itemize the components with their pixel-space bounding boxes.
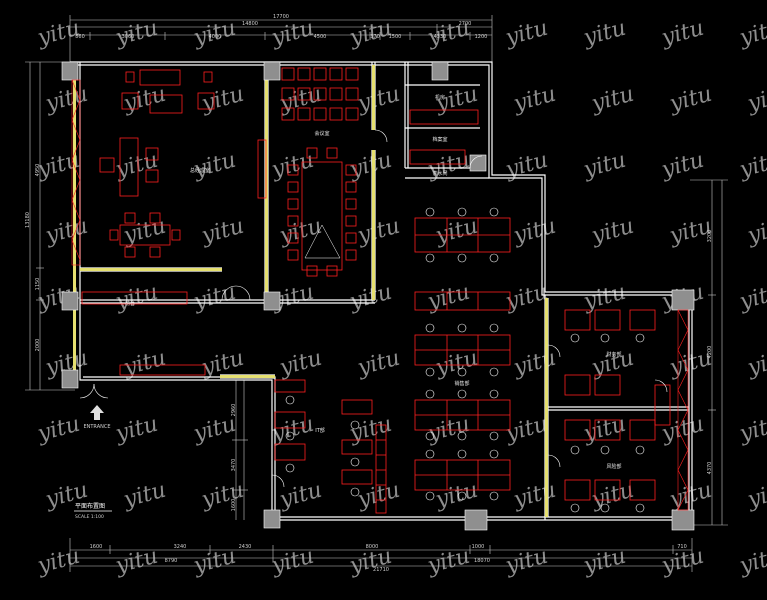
- dim-top-seg: 3060: [122, 34, 135, 40]
- dimension-lines: [25, 15, 728, 572]
- dim-top-sub-a: 14800: [242, 21, 258, 27]
- watermark-text: yitu: [744, 346, 767, 381]
- dim-left-seg: 4950: [35, 164, 41, 177]
- room-label-archive: 档案室: [432, 136, 447, 143]
- room-label-risk: 风险部: [606, 463, 621, 470]
- dim-top-sub-b: 2700: [459, 21, 472, 27]
- dim-bottom-sub-a: 8790: [165, 558, 178, 564]
- watermark-text: yitu: [744, 478, 767, 513]
- dim-top-seg: 860: [75, 34, 85, 40]
- dim-right-seg: 3200: [707, 230, 713, 243]
- watermark-text: yitu: [744, 82, 767, 117]
- truss-wall: [71, 79, 689, 511]
- watermark-text: yitu: [744, 214, 767, 249]
- room-label-sales: 销售部: [454, 380, 469, 387]
- dim-bottom-seg: 1600: [90, 544, 103, 550]
- dim-bottom-seg: 3240: [174, 544, 187, 550]
- projector-beam: [304, 224, 341, 259]
- dim-left-total: 13180: [25, 212, 31, 228]
- dim-bottom-total: 21710: [373, 567, 389, 573]
- dim-left-seg: 2000: [35, 339, 41, 352]
- doors: [79, 129, 668, 488]
- room-label-reception: 前台: [125, 300, 135, 307]
- dim-top-seg: 370: [370, 34, 380, 40]
- dim-inner-seg: 3470: [231, 459, 237, 472]
- dim-top-seg: 1500: [389, 34, 402, 40]
- wall-fill: [73, 65, 548, 517]
- room-label-finance: 财务部: [606, 351, 621, 358]
- room-label-gm-office: 总经理室: [190, 167, 210, 174]
- dim-top-seg: 4500: [314, 34, 327, 40]
- drawing-title-block: 平面布置图 SCALE 1:100: [74, 502, 112, 520]
- dim-top-seg: 1200: [475, 34, 488, 40]
- room-label-it: IT部: [315, 427, 325, 434]
- dim-bottom-seg: 8000: [366, 544, 379, 550]
- dim-top-seg: 4000: [209, 34, 222, 40]
- dim-right-seg: 4200: [707, 346, 713, 359]
- furniture-layer: [81, 67, 671, 514]
- room-label-pantry: 茶水间: [432, 170, 447, 177]
- dim-bottom-seg: 2430: [239, 544, 252, 550]
- entrance-arrow-icon: [90, 405, 104, 420]
- dim-bottom-seg: 710: [677, 544, 687, 550]
- dimension-labels: 17700 14800 2700 860 3060 4000 4500 370 …: [25, 14, 713, 573]
- room-label-meeting: 会议室: [314, 130, 329, 137]
- dim-left-seg: 1150: [35, 278, 41, 291]
- dim-right-seg: 4370: [707, 462, 713, 475]
- drawing-title: 平面布置图: [75, 502, 105, 510]
- drawing-scale: SCALE 1:100: [75, 514, 104, 520]
- structural-columns: [61, 61, 695, 531]
- entrance-label: ENTRANCE: [83, 424, 110, 430]
- chairs: [285, 207, 645, 513]
- dim-inner-seg: 1600: [231, 499, 237, 512]
- dim-bottom-seg: 1000: [472, 544, 485, 550]
- dim-top-total: 17700: [273, 14, 289, 20]
- room-labels: 总经理室 会议室 前台 机房 档案室 茶水间 销售部 财务部 风险部 IT部 E…: [83, 94, 621, 470]
- dim-top-seg: 4330: [434, 34, 447, 40]
- dim-bottom-sub-b: 18070: [474, 558, 490, 564]
- room-label-server: 机房: [435, 94, 445, 101]
- dim-inner-seg: 2960: [231, 404, 237, 417]
